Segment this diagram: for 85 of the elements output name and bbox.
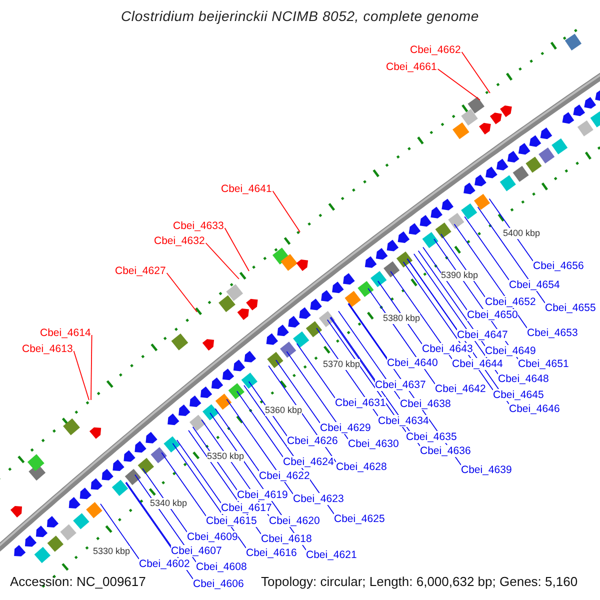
gene-label: Cbei_4619	[237, 489, 288, 501]
gene-label: Cbei_4613	[22, 343, 73, 355]
leader-line	[166, 272, 198, 312]
leader-line	[437, 68, 480, 100]
gene-label: Cbei_4621	[306, 549, 357, 561]
gene-label: Cbei_4629	[320, 422, 371, 434]
position-label: 5400 kbp	[503, 228, 540, 239]
gene-label: Cbei_4644	[452, 358, 503, 370]
gene-label: Cbei_4661	[386, 61, 437, 73]
leader-line	[205, 242, 240, 280]
position-label: 5350 kbp	[207, 451, 244, 462]
gene-label: Cbei_4650	[467, 309, 518, 321]
position-label: 5340 kbp	[150, 498, 188, 509]
leader-line	[296, 343, 336, 398]
position-label: 5380 kbp	[383, 313, 420, 324]
gene-label: Cbei_4628	[336, 461, 387, 473]
gene-label: Cbei_4636	[420, 445, 471, 457]
leader-line	[176, 440, 222, 504]
gene-label: Cbei_4614	[40, 327, 91, 339]
genome-info-text: Topology: circular; Length: 6,000,632 bp; Genes: 5,160	[261, 574, 578, 589]
gene-label: Cbei_4625	[334, 513, 385, 525]
gene-label: Cbei_4622	[259, 470, 310, 482]
gene-label: Cbei_4631	[335, 397, 386, 409]
leader-line	[477, 206, 546, 304]
gene-label: Cbei_4649	[485, 345, 536, 357]
gene-label: Cbei_4624	[283, 456, 334, 468]
gene-label: Cbei_4646	[509, 403, 560, 415]
leader-line	[348, 302, 388, 358]
leader-line	[226, 398, 294, 494]
accession-text: Accession: NC_009617	[10, 574, 146, 589]
gene-label: Cbei_4630	[348, 438, 399, 450]
gene-label: Cbei_4616	[246, 547, 297, 559]
position-label: 5360 kbp	[265, 405, 302, 416]
leader-line	[224, 228, 250, 272]
gene-label: Cbei_4645	[493, 389, 544, 401]
gene-label: Cbei_4638	[400, 398, 451, 410]
gene-label: Cbei_4623	[293, 493, 344, 505]
leader-line	[461, 52, 490, 94]
leader-line	[161, 452, 206, 516]
gene-label: Cbei_4647	[457, 329, 508, 341]
gene-label: Cbei_4609	[187, 531, 238, 543]
position-label: 5390 kbp	[441, 270, 478, 281]
title: Clostridium beijerinckii NCIMB 8052, complete genome	[120, 8, 480, 24]
gene-label: Cbei_4642	[435, 383, 486, 395]
gene-label: Cbei_4607	[171, 545, 222, 557]
leader-line	[214, 408, 260, 472]
gene-label: Cbei_4637	[375, 379, 426, 391]
gene-label: Cbei_4606	[193, 578, 244, 590]
gene-label: Cbei_4641	[221, 183, 272, 195]
gene-label: Cbei_4633	[173, 220, 224, 232]
leader-line	[100, 503, 140, 560]
position-label: 5370 kbp	[323, 359, 360, 370]
gene-label: Cbei_4634	[378, 415, 429, 427]
leader-line	[90, 334, 92, 400]
leader-line	[126, 482, 172, 546]
gene-label: Cbei_4643	[422, 343, 473, 355]
gene-label: Cbei_4615	[206, 515, 257, 527]
gene-label: Cbei_4626	[287, 435, 338, 447]
leader-line	[275, 360, 320, 424]
leader-line	[330, 316, 376, 380]
gene-label: Cbei_4652	[485, 296, 536, 308]
gene-label: Cbei_4608	[196, 561, 247, 573]
gene-label: Cbei_4602	[139, 558, 190, 570]
gene-label: Cbei_4635	[406, 431, 457, 443]
gene-label: Cbei_4656	[533, 260, 584, 272]
gene-label: Cbei_4653	[527, 327, 578, 339]
gene-label: Cbei_4632	[154, 235, 205, 247]
gene-label: Cbei_4620	[269, 515, 320, 527]
gene-label: Cbei_4640	[387, 357, 438, 369]
leader-line	[73, 350, 90, 400]
gene-label: Cbei_4654	[509, 279, 560, 291]
gene-label: Cbei_4655	[545, 302, 596, 314]
position-label: 5330 kbp	[93, 546, 130, 557]
leader-line	[272, 190, 300, 232]
leader-line	[464, 216, 510, 280]
leader-line	[236, 390, 284, 458]
gene-label: Cbei_4618	[261, 533, 312, 545]
gene-label: Cbei_4627	[115, 265, 166, 277]
gene-label: Cbei_4639	[461, 464, 512, 476]
gene-label: Cbei_4651	[518, 358, 569, 370]
leader-line	[406, 258, 458, 330]
gene-label: Cbei_4617	[221, 502, 272, 514]
gene-label: Cbei_4662	[410, 44, 461, 56]
leader-line	[422, 246, 468, 310]
gene-label: Cbei_4648	[498, 373, 549, 385]
